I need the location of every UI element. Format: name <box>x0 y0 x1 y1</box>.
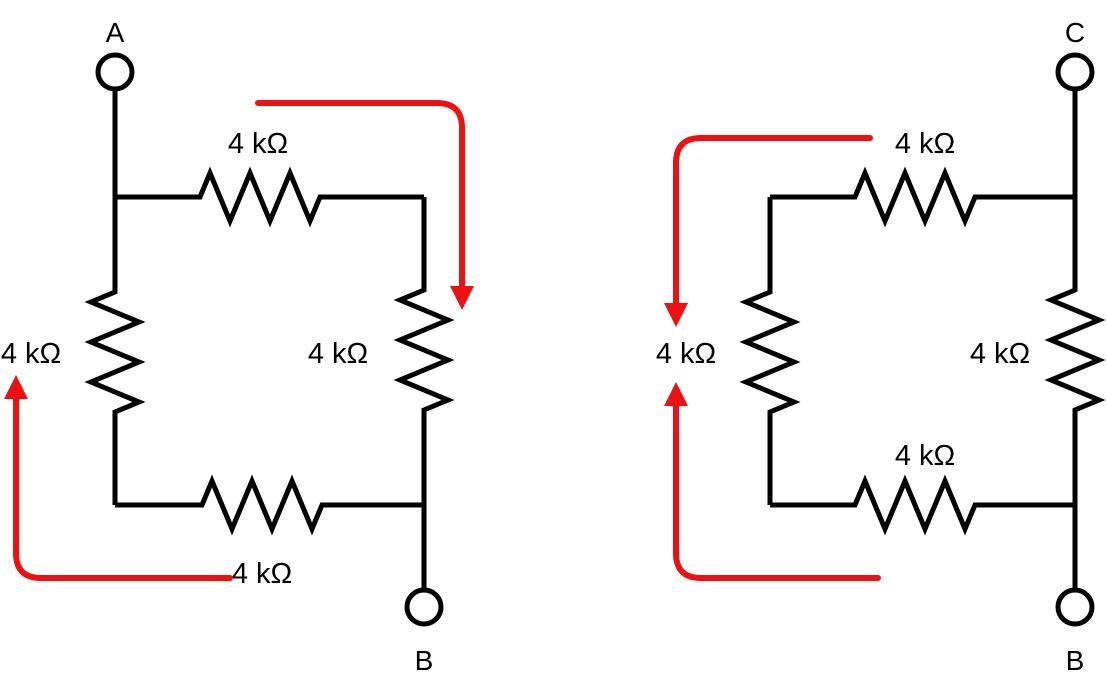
left-circuit-top-right-arrowhead <box>450 286 474 310</box>
left-circuit-bottom-left-arrowhead <box>4 375 28 399</box>
left-circuit-bottom-left-arrow <box>13 394 233 581</box>
terminal-b-left-node <box>404 587 444 627</box>
right-circuit-left-resistor-label: 4 kΩ <box>656 338 716 370</box>
left-circuit-top-right-arrow <box>255 100 465 291</box>
right-circuit-left-resistor-branch <box>739 197 801 505</box>
terminal-b-right-node <box>1055 587 1095 627</box>
left-circuit-right-resistor-branch <box>393 197 455 590</box>
left-circuit-current-arrows <box>4 100 474 581</box>
left-circuit-top-resistor-branch <box>115 166 424 228</box>
left-circuit-top-resistor-label: 4 kΩ <box>228 128 288 160</box>
right-circuit-bottom-resistor-branch <box>770 474 1075 536</box>
left-circuit-left-resistor-branch <box>84 89 146 505</box>
right-circuit-top-left-arrow <box>673 135 873 308</box>
terminal-a-label: A <box>106 17 125 48</box>
terminal-b-right-label: B <box>1066 645 1085 676</box>
right-circuit-top-resistor-label: 4 kΩ <box>895 128 955 160</box>
right-circuit-bottom-left-arrow <box>673 401 881 581</box>
left-circuit-bottom-resistor-branch <box>115 474 424 536</box>
left-circuit-bottom-resistor-label: 4 kΩ <box>232 558 292 590</box>
left-circuit: A B 4 kΩ 4 kΩ 4 kΩ 4 kΩ <box>1 17 474 676</box>
terminal-a-node <box>95 52 135 92</box>
left-circuit-right-resistor-label: 4 kΩ <box>308 338 368 370</box>
terminal-c-node <box>1055 52 1095 92</box>
terminal-c-label: C <box>1065 17 1085 48</box>
right-circuit-top-left-arrowhead <box>664 303 688 327</box>
right-circuit: C B 4 kΩ 4 kΩ 4 kΩ 4 kΩ <box>656 17 1106 676</box>
right-circuit-current-arrows <box>664 135 881 581</box>
left-circuit-left-resistor-label: 4 kΩ <box>1 338 61 370</box>
right-circuit-right-resistor-label: 4 kΩ <box>970 338 1030 370</box>
right-circuit-bottom-left-arrowhead <box>664 382 688 406</box>
terminal-b-left-label: B <box>415 645 434 676</box>
right-circuit-bottom-resistor-label: 4 kΩ <box>895 440 955 472</box>
right-circuit-right-resistor-branch <box>1044 89 1106 590</box>
right-circuit-top-resistor-branch <box>770 166 1075 228</box>
